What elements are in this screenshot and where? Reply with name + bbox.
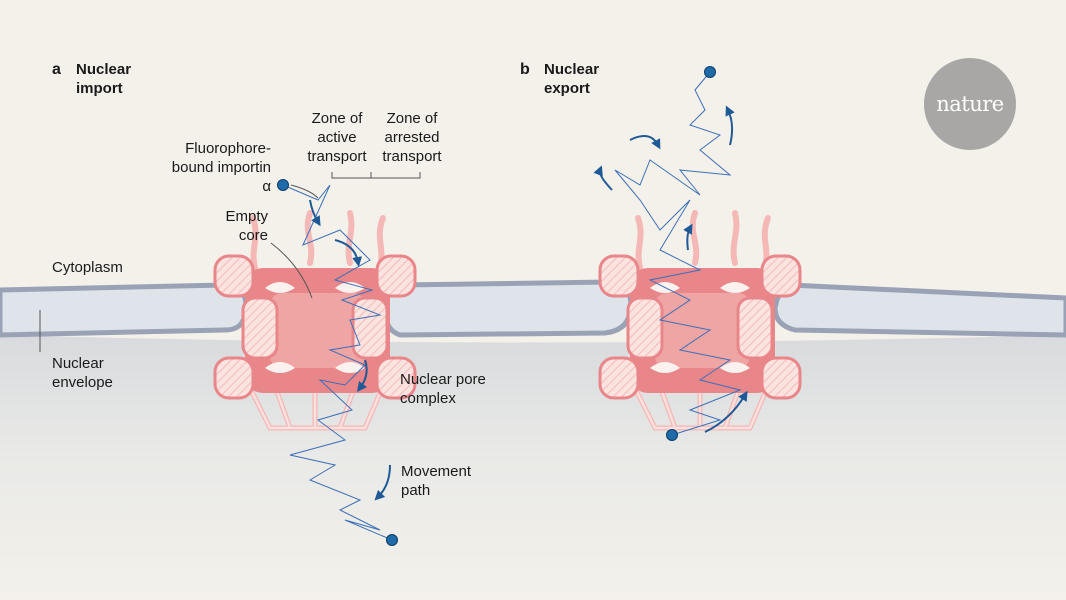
movement-path-label: Movement path [401, 463, 472, 499]
nuclear-pore-complex-export [600, 213, 800, 428]
panel-title: Nuclear export [544, 61, 600, 97]
panel-letter: a [52, 61, 61, 78]
particle-import-end [386, 534, 398, 546]
zone-arrested-label: Zone of arrested transport [382, 110, 442, 165]
panel-letter: b [520, 61, 530, 78]
particle-export-start [666, 429, 678, 441]
nuclear-envelope-label: Nuclear envelope [52, 355, 113, 391]
panel-title: Nuclear import [76, 61, 132, 97]
zone-active-label: Zone of active transport [307, 110, 367, 165]
particle-export-end [704, 66, 716, 78]
npc-label: Nuclear pore complex [400, 371, 486, 407]
empty-core-label: Empty core [225, 208, 268, 244]
particle-import-start [277, 179, 289, 191]
leader-lines [39, 172, 421, 352]
movement-path-export [614, 71, 742, 436]
nucleoplasm [0, 335, 1066, 600]
nature-logo: nature [924, 58, 1016, 150]
cytoplasm-label: Cytoplasm [52, 259, 123, 276]
nuclear-envelope [0, 279, 1066, 338]
movement-path-import [282, 184, 393, 541]
nuclear-pore-complex-import [215, 213, 415, 428]
direction-arrows [309, 105, 748, 501]
fluorophore-label: Fluorophore-bound importin α [171, 140, 271, 195]
